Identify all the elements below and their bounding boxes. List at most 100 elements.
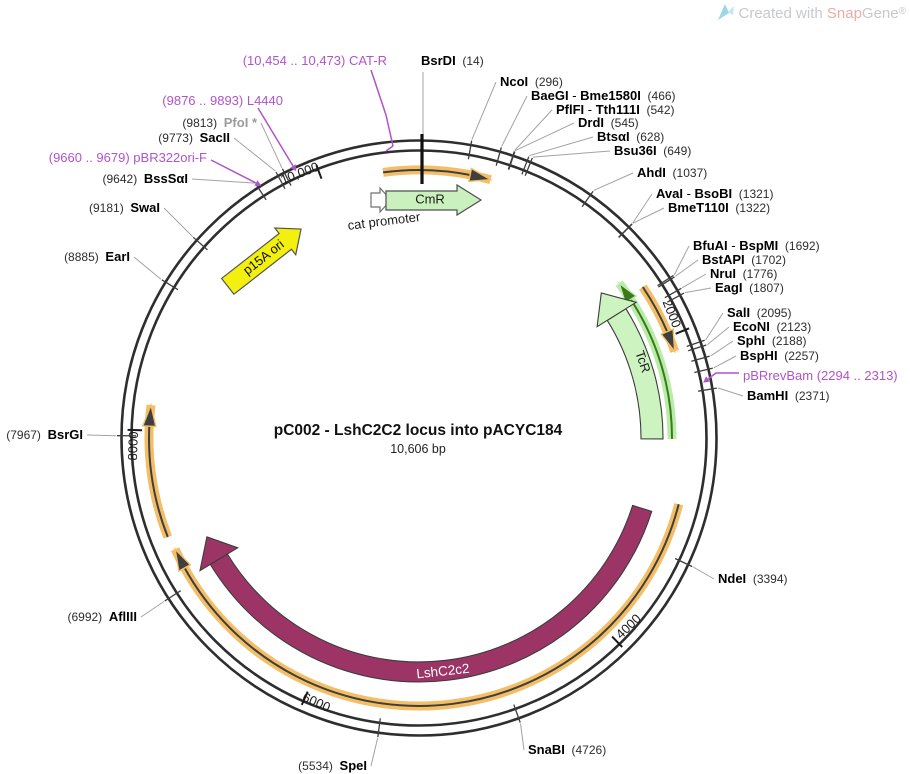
enzyme-label-BmeT110I[interactable]: BmeT110I (1322) [668,200,771,215]
enzyme-leader [529,136,594,157]
enzyme-site-tick [581,190,594,208]
enzyme-label-Bsu36I[interactable]: Bsu36I (649) [614,143,692,158]
cmr-label: CmR [415,191,445,206]
enzyme-site-tick [164,590,182,602]
enzyme-leader [514,109,553,151]
enzyme-label-AflIII[interactable]: (6992) AflIII [67,609,137,624]
primer-arrowhead-L4440 [290,164,297,172]
plasmid-outer-ring [120,139,718,737]
enzyme-label-BfuAI-BspMI[interactable]: BfuAI - BspMI (1692) [693,238,820,253]
enzyme-label-BtsαI[interactable]: BtsαI (628) [597,129,665,144]
enzyme-leader [520,723,525,751]
enzyme-label-BspHI[interactable]: BspHI (2257) [740,348,819,363]
enzyme-label-SacII[interactable]: (9773) SacII [158,130,230,145]
watermark-brand2: Gene [861,5,899,22]
enzyme-label-EcoNI[interactable]: EcoNI (2123) [733,319,812,334]
enzyme-site-tick [658,276,675,288]
enzyme-site-tick [686,339,705,348]
enzyme-label-BstAPI[interactable]: BstAPI (1702) [702,252,786,267]
enzyme-label-PfoI[interactable]: (9813) PfoI * [182,115,257,130]
enzyme-label-SpeI[interactable]: (5534) SpeI [298,758,367,773]
snapgene-icon [717,4,734,20]
enzyme-label-SnaBI[interactable]: SnaBI (4726) [528,742,607,757]
lshc2c2-band[interactable] [209,504,653,683]
enzyme-leader [692,566,715,580]
enzyme-leader [684,287,712,294]
enzyme-site-tick [691,355,710,362]
enzyme-leader [260,122,283,169]
enzyme-site-tick [281,168,292,186]
enzyme-leader [710,340,734,357]
enzyme-site-tick [666,292,685,303]
enzyme-label-EarI[interactable]: (8885) EarI [64,249,130,264]
enzyme-leader [705,312,724,341]
watermark-brand: Snap [826,5,862,22]
enzyme-label-PflFI-Tth111I[interactable]: PflFI - Tth111I (542) [556,102,675,117]
enzyme-site-tick [275,171,286,190]
enzyme-leader [370,738,379,767]
enzyme-leader [133,256,162,280]
tcr-band-label: TcR [632,349,653,375]
tcr-band[interactable] [606,307,664,440]
scale-tick-label: 8000 [125,431,141,460]
enzyme-label-DrdI[interactable]: DrdI (545) [578,115,639,130]
enzyme-leader [501,95,528,147]
tcr-cds-arc-arrowhead [617,281,638,305]
tcr-band-arrowhead [596,292,638,328]
enzyme-site-tick [508,151,516,170]
tet-gene-arc-arrowhead [660,328,676,354]
lshc2c2-band-label: LshC2c2 [416,661,471,681]
enzyme-leader [706,326,730,346]
locus-arc-a-line [182,503,680,707]
scale-tick [315,164,323,180]
primer-label-CAT-R[interactable]: (10,454 .. 10,473) CAT-R [242,53,387,68]
enzyme-leader [632,193,653,224]
p15a-ori-arrow[interactable] [217,216,311,300]
enzyme-leader [717,387,744,397]
primer-leader-CAT-R [370,69,394,147]
enzyme-leader [532,150,611,158]
primer-leader-pBRrevBam [707,372,739,380]
enzyme-site-tick [161,279,179,291]
enzyme-label-NdeI[interactable]: NdeI (3394) [718,571,788,586]
cmr-gene-arrow[interactable] [385,183,483,217]
enzyme-site-tick [467,140,473,160]
enzyme-label-SalI[interactable]: SalI (2095) [727,305,792,320]
enzyme-label-NcoI[interactable]: NcoI (296) [500,74,563,89]
enzyme-label-AvaI-BsoBI[interactable]: AvaI - BsoBI (1321) [656,186,774,201]
primer-label-L4440[interactable]: (9876 .. 9893) L4440 [162,93,283,108]
plasmid-size: 10,606 bp [390,442,446,456]
enzyme-leader [681,273,707,289]
enzyme-leader [86,434,117,437]
snapgene-watermark: Created with SnapGene® [715,2,906,22]
enzyme-site-tick [377,718,381,738]
enzyme-site-tick [524,157,533,176]
enzyme-label-BssSαI[interactable]: (9642) BssSαI [102,171,188,186]
enzyme-label-NruI[interactable]: NruI (1776) [710,266,778,281]
enzyme-leader [593,172,634,191]
primer-hook-CAT-R [385,145,394,152]
enzyme-leader [514,122,575,152]
enzyme-label-BamHI[interactable]: BamHI (2371) [747,388,830,403]
enzyme-site-tick [521,156,530,175]
enzyme-label-BsrDI[interactable]: BsrDI (14) [421,53,484,68]
primer-leader-pBR322ori-F [210,159,257,184]
watermark-reg: ® [898,6,906,17]
cat-promoter-label: cat promoter [347,209,422,233]
enzyme-label-SphI[interactable]: SphI (2188) [737,333,807,348]
enzyme-label-BsrGI[interactable]: (7967) BsrGI [6,427,83,442]
enzyme-label-SwaI[interactable]: (9181) SwaI [89,200,160,215]
enzyme-site-tick [657,274,674,287]
locus-arc-b-arrowhead [141,402,157,428]
enzyme-label-BaeGI-Bme1580I[interactable]: BaeGI - Bme1580I (466) [531,88,676,103]
enzyme-label-AhdI[interactable]: AhdI (1037) [637,165,708,180]
enzyme-label-EagI[interactable]: EagI (1807) [715,280,784,295]
primer-label-pBR322ori-F[interactable]: (9660 .. 9679) pBR322ori-F [48,150,207,165]
plasmid-name: pC002 - LshC2C2 locus into pACYC184 [273,422,563,439]
primer-label-pBRrevBam[interactable]: pBRrevBam (2294 .. 2313) [743,368,898,383]
plasmid-inner-ring [130,149,708,727]
enzyme-leader [163,207,193,237]
enzyme-site-tick [255,183,267,201]
locus-arc-a-arrowhead [174,546,192,573]
